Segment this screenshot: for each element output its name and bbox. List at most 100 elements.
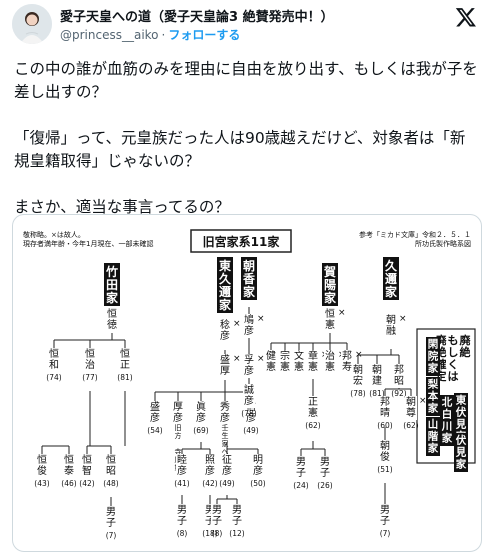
- glyph: 昭: [106, 465, 116, 477]
- glyph: 家: [442, 432, 453, 445]
- person-age: (42): [202, 479, 217, 488]
- glyph: 家: [456, 458, 467, 471]
- person-age: (92): [391, 389, 406, 398]
- legend-cell: [426, 417, 440, 456]
- glyph: 閑: [428, 338, 439, 351]
- person-age: (26): [317, 481, 332, 490]
- glyph: 恒: [120, 347, 130, 360]
- attached-image[interactable]: 敬称略。×は故人。 現存者満年齢・今年1月現在、一部未確認 旧宮家系11家 参考…: [12, 214, 482, 552]
- person-node: 正憲(62): [305, 396, 321, 430]
- glyph: 盛: [220, 353, 230, 366]
- glyph: 尊: [406, 406, 416, 419]
- person-node: 朝建(81): [369, 364, 385, 398]
- chart-title: 旧宮家系11家: [203, 234, 281, 249]
- person-node: 恒泰(46): [61, 453, 76, 488]
- person-node-bg: [341, 350, 353, 374]
- house-label-asaka: 朝香家: [242, 258, 256, 299]
- glyph: 泰: [64, 464, 74, 477]
- person-age: (78): [241, 409, 256, 418]
- glyph: 文: [294, 349, 304, 362]
- person-node-bg: [106, 308, 118, 332]
- person-node-bg: [293, 350, 305, 374]
- person-node-bg: [379, 504, 391, 528]
- glyph: 絶: [436, 345, 447, 359]
- legend-cell: [454, 393, 468, 444]
- glyph: 男: [320, 456, 330, 468]
- person-node: 男子 (12): [229, 504, 245, 538]
- glyph: 彦: [220, 411, 230, 424]
- glyph: 憲: [308, 406, 318, 419]
- person-name: 男子: [232, 504, 242, 527]
- person-node-bg: [279, 350, 291, 374]
- legend-status-b: もしくは: [448, 334, 459, 383]
- person-age: (7): [380, 529, 391, 538]
- glyph: 厚: [220, 365, 230, 377]
- person-name: 睦彦: [177, 453, 187, 477]
- person-node-bg: [265, 350, 277, 374]
- person-node-bg: [204, 454, 216, 478]
- glyph: 彦: [177, 464, 187, 477]
- person-name: 章憲: [308, 349, 318, 373]
- person-node: 男子(7): [379, 504, 391, 538]
- person-node: 男子(7): [105, 506, 117, 540]
- family-tree-diagram: 敬称略。×は故人。 現存者満年齢・今年1月現在、一部未確認 旧宮家系11家 参考…: [23, 229, 476, 540]
- glyph: 子: [177, 515, 187, 527]
- x-logo-icon[interactable]: [455, 6, 477, 28]
- author-handle[interactable]: @princess__aiko: [60, 28, 159, 42]
- person-node-bg: [221, 454, 233, 478]
- glyph: 家: [385, 284, 398, 299]
- tweet-text: この中の誰が血筋のみを理由に自由を放り出す、もしくは我が子を差し出すの？ 「復帰…: [14, 60, 478, 216]
- person-name: 男子: [320, 456, 330, 479]
- person-node-bg: [195, 401, 207, 425]
- avatar-icon[interactable]: [12, 4, 52, 44]
- author-name[interactable]: 愛子天皇への道（愛子天皇論3 絶賛発売中！）: [60, 10, 334, 25]
- person-node-bg: [319, 456, 331, 480]
- glyph: 明: [253, 454, 263, 466]
- person-node-bg: [211, 504, 223, 528]
- person-node: 朝融×: [385, 314, 407, 338]
- person-name: 明彦: [253, 454, 263, 477]
- person-name: 秀彦: [220, 401, 230, 424]
- person-node-bg: [405, 396, 417, 420]
- person-node: 誠彦(78): [241, 383, 256, 418]
- glyph: 健: [266, 350, 276, 362]
- person-node: 照彦(42): [202, 454, 218, 488]
- note-left-2: 現存者満年齢・今年1月現在、一部未確認: [23, 239, 153, 248]
- glyph: 彦: [150, 411, 160, 424]
- glyph: 邦: [380, 395, 390, 408]
- glyph: 朝: [386, 314, 396, 326]
- person-node: 恒和(74): [46, 347, 61, 382]
- person-node: 邦昭(92): [391, 363, 406, 398]
- person-node-bg: [307, 396, 319, 420]
- person-age: (12): [229, 529, 244, 538]
- glyph: 男: [177, 504, 187, 516]
- person-name: 眞彦: [196, 400, 206, 424]
- person-name: 男子: [205, 504, 215, 527]
- person-node-bg: [324, 308, 336, 332]
- glyph: 白: [442, 408, 453, 421]
- person-age: (46): [61, 479, 76, 488]
- separator-dot: ·: [161, 28, 166, 42]
- person-name: 邦晴: [380, 395, 390, 419]
- person-node-bg: [231, 504, 243, 528]
- person-name: 男子: [296, 456, 306, 479]
- glyph: 彦: [246, 411, 256, 424]
- person-node: 邦晴(60): [377, 395, 392, 430]
- glyph: 恒: [49, 347, 59, 360]
- follow-button[interactable]: フォローする: [168, 28, 241, 42]
- person-name: 宗憲: [280, 349, 290, 373]
- person-name: 男子: [177, 504, 187, 527]
- glyph: 正: [308, 397, 318, 408]
- glyph: 宏: [353, 374, 363, 387]
- glyph: 子: [320, 467, 330, 479]
- person-node: 睦彦(41): [174, 453, 189, 488]
- glyph: 伏: [456, 434, 467, 447]
- person-name: 朝融: [386, 314, 396, 337]
- glyph: 邦: [342, 349, 352, 362]
- glyph: も: [448, 334, 459, 347]
- person-name: 男子: [106, 506, 116, 529]
- person-age: (43): [34, 479, 49, 488]
- glyph: 憲: [266, 360, 276, 373]
- person-node-bg: [324, 350, 336, 374]
